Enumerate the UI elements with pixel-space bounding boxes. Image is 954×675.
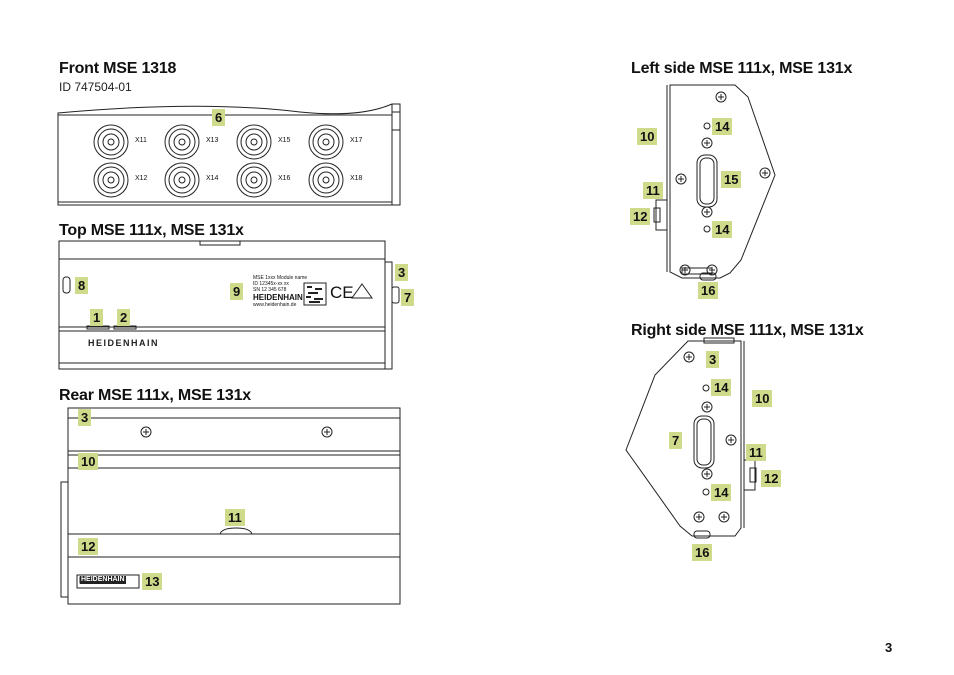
ce-mark: CE bbox=[330, 283, 354, 302]
m12-connector bbox=[93, 162, 129, 198]
left-title: Left side MSE 111x, MSE 131x bbox=[631, 60, 853, 77]
callout-10-right: 10 bbox=[752, 390, 773, 407]
screw-icon bbox=[718, 511, 730, 523]
callout-14-left-bottom: 14 bbox=[712, 221, 733, 238]
callout-3-right: 3 bbox=[706, 351, 720, 368]
product-label-text: MSE 1xxx Module name ID 12345x-xx xx SN … bbox=[253, 275, 307, 308]
callout-16-left: 16 bbox=[698, 282, 719, 299]
right-title: Right side MSE 111x, MSE 131x bbox=[631, 322, 864, 339]
callout-14-left-top: 14 bbox=[712, 118, 733, 135]
callout-6-front: 6 bbox=[212, 109, 226, 126]
screw-icon bbox=[701, 137, 713, 149]
callout-15-left: 15 bbox=[721, 171, 742, 188]
callout-14-right-bottom: 14 bbox=[711, 484, 732, 501]
connector-label: X16 bbox=[278, 175, 291, 182]
label-brand: HEIDENHAIN bbox=[253, 293, 303, 302]
callout-11-right: 11 bbox=[746, 444, 766, 461]
callout-3-rear: 3 bbox=[78, 409, 92, 426]
top-view-drawing bbox=[58, 240, 400, 370]
callout-7-top: 7 bbox=[401, 289, 415, 306]
rear-title: Rear MSE 111x, MSE 131x bbox=[59, 387, 251, 404]
m12-connector bbox=[236, 162, 272, 198]
screw-icon bbox=[715, 91, 727, 103]
callout-11-left: 11 bbox=[643, 182, 663, 199]
callout-12-left: 12 bbox=[630, 208, 651, 225]
screw-icon bbox=[321, 426, 333, 438]
mount-hole bbox=[703, 225, 711, 233]
callout-3-top: 3 bbox=[395, 264, 409, 281]
screw-icon bbox=[679, 264, 691, 276]
callout-10-rear: 10 bbox=[78, 453, 99, 470]
connector-label: X14 bbox=[206, 175, 219, 182]
m12-connector bbox=[164, 162, 200, 198]
m12-connector bbox=[164, 124, 200, 160]
top-title: Top MSE 111x, MSE 131x bbox=[59, 222, 244, 239]
mount-hole bbox=[703, 122, 711, 130]
label-url: www.heidenhain.de bbox=[253, 302, 297, 308]
rear-view-drawing bbox=[60, 407, 401, 605]
callout-1-top: 1 bbox=[90, 309, 104, 326]
screw-icon bbox=[701, 401, 713, 413]
callout-12-right: 12 bbox=[761, 470, 782, 487]
screw-icon bbox=[140, 426, 152, 438]
screw-icon bbox=[701, 206, 713, 218]
connector-label: X11 bbox=[135, 137, 147, 144]
callout-2-top: 2 bbox=[117, 309, 131, 326]
callout-14-right-top: 14 bbox=[711, 379, 732, 396]
connector-label: X18 bbox=[350, 175, 363, 182]
m12-connector bbox=[308, 162, 344, 198]
right-side-drawing bbox=[625, 337, 757, 539]
left-side-drawing bbox=[653, 84, 776, 281]
rear-brand: HEIDENHAIN bbox=[80, 576, 126, 584]
m12-connector bbox=[236, 124, 272, 160]
connector-label: X13 bbox=[206, 137, 219, 144]
callout-12-rear: 12 bbox=[78, 538, 99, 555]
callout-10-left: 10 bbox=[637, 128, 658, 145]
page-number: 3 bbox=[885, 640, 893, 655]
callout-9-top: 9 bbox=[230, 283, 244, 300]
callout-13-rear: 13 bbox=[142, 573, 163, 590]
top-brand: HEIDENHAIN bbox=[88, 338, 160, 348]
label-line-2: ID 12345x-xx xx bbox=[253, 281, 289, 287]
front-view-drawing bbox=[57, 103, 401, 206]
screw-icon bbox=[675, 173, 687, 185]
front-id: ID 747504-01 bbox=[59, 80, 132, 94]
screw-icon bbox=[701, 468, 713, 480]
screw-icon bbox=[706, 264, 718, 276]
mount-hole bbox=[702, 384, 710, 392]
callout-11-rear: 11 bbox=[225, 509, 245, 526]
m12-connector bbox=[93, 124, 129, 160]
connector-label: X17 bbox=[350, 137, 363, 144]
connector-label: X12 bbox=[135, 175, 148, 182]
label-line-3: SN 12 345 678 bbox=[253, 287, 287, 293]
connector-label: X15 bbox=[278, 137, 291, 144]
front-title: Front MSE 1318 bbox=[59, 60, 177, 77]
screw-icon bbox=[759, 167, 771, 179]
mount-hole bbox=[702, 488, 710, 496]
callout-16-right: 16 bbox=[692, 544, 713, 561]
screw-icon bbox=[693, 511, 705, 523]
label-line-1: MSE 1xxx Module name bbox=[253, 275, 308, 281]
callout-8-top: 8 bbox=[75, 277, 89, 294]
screw-icon bbox=[725, 434, 737, 446]
m12-connector bbox=[308, 124, 344, 160]
screw-icon bbox=[683, 351, 695, 363]
callout-7-right: 7 bbox=[669, 432, 683, 449]
